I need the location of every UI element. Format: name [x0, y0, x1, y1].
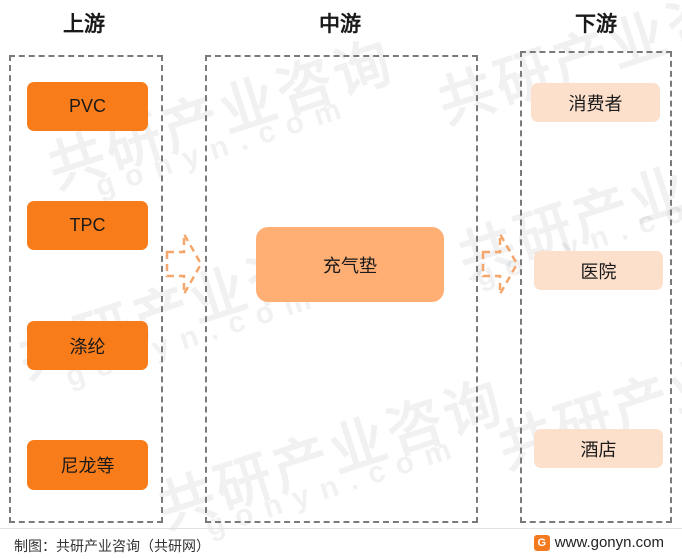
arrow-right-icon: [165, 229, 203, 299]
upstream-item-pvc: PVC: [27, 82, 148, 131]
upstream-item-polyester: 涤纶: [27, 321, 148, 370]
footer-website-text: www.gonyn.com: [554, 534, 664, 551]
arrow-right-icon: [481, 229, 519, 299]
midstream-title: 中游: [319, 13, 361, 36]
footer-divider: [0, 528, 682, 529]
footer-source: 制图：共研产业咨询（共研网）: [14, 538, 210, 554]
midstream-item-air-mattress: 充气垫: [256, 227, 444, 302]
upstream-title: 上游: [63, 13, 105, 36]
upstream-panel: [9, 55, 163, 523]
downstream-item-consumers: 消费者: [531, 83, 660, 122]
downstream-item-hospital: 医院: [534, 251, 663, 290]
downstream-title: 下游: [575, 13, 617, 36]
footer-website: G www.gonyn.com: [533, 534, 664, 551]
downstream-panel: [520, 51, 672, 523]
upstream-item-nylon: 尼龙等: [27, 440, 148, 490]
gonyn-logo-icon: G: [533, 534, 550, 551]
downstream-item-hotel: 酒店: [534, 429, 663, 468]
upstream-item-tpc: TPC: [27, 201, 148, 250]
midstream-panel: [205, 55, 478, 523]
